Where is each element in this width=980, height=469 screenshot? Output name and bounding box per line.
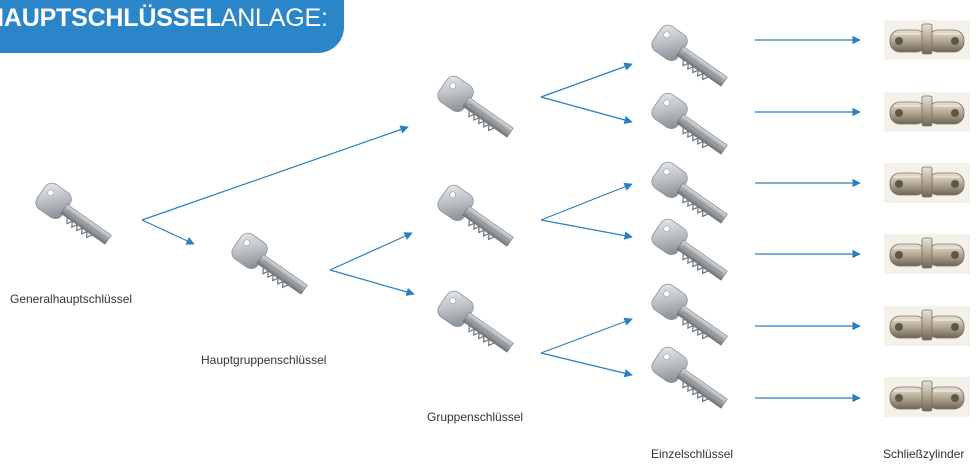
lock-cylinder-icon: [883, 162, 971, 204]
key-icon: [434, 181, 520, 255]
arrow: [540, 317, 633, 354]
arrow: [141, 219, 195, 245]
key-icon: [648, 215, 734, 289]
key-icon: [434, 72, 520, 146]
lock-cylinder-icon: [883, 233, 971, 275]
key-icon: [648, 158, 734, 232]
key-einzel: [648, 21, 734, 95]
key-einzel: [648, 158, 734, 232]
key-gruppe: [434, 72, 520, 146]
key-einzel: [648, 89, 734, 163]
arrow: [329, 269, 415, 296]
label-general: Generalhauptschlüssel: [10, 292, 133, 306]
key-icon: [648, 280, 734, 354]
key-icon: [228, 229, 314, 303]
label-einzel: Einzelschlüssel: [651, 447, 734, 461]
lock-cylinder-icon: [883, 305, 971, 347]
arrow: [540, 352, 633, 378]
arrow: [540, 182, 633, 221]
title-light: ANLAGE:: [220, 4, 328, 32]
title-bold: HAUPTSCHLÜSSEL: [0, 4, 221, 32]
key-icon: [648, 89, 734, 163]
key-einzel: [648, 280, 734, 354]
lock-cylinder-icon: [883, 91, 971, 133]
cylinder: [883, 376, 971, 418]
title-banner: HAUPTSCHLÜSSELANLAGE:: [0, 0, 344, 53]
key-einzel: [648, 215, 734, 289]
key-icon: [434, 287, 520, 361]
arrow: [540, 62, 633, 98]
lock-cylinder-icon: [883, 19, 971, 61]
label-hauptgruppe: Hauptgruppenschlüssel: [201, 353, 327, 367]
key-icon: [648, 21, 734, 95]
key-icon: [32, 179, 118, 253]
cylinder: [883, 305, 971, 347]
arrows: [141, 35, 861, 403]
label-zylinder: Schließzylinder: [883, 447, 965, 461]
arrow: [141, 125, 409, 221]
arrow: [540, 96, 633, 125]
key-icon: [648, 343, 734, 417]
arrow: [540, 219, 633, 240]
cylinder: [883, 162, 971, 204]
key-gruppe: [434, 181, 520, 255]
cylinder: [883, 19, 971, 61]
key-gruppe: [434, 287, 520, 361]
cylinder: [883, 233, 971, 275]
arrow: [329, 232, 413, 271]
key-einzel: [648, 343, 734, 417]
lock-cylinder-icon: [883, 376, 971, 418]
key-hauptgruppe: [228, 229, 314, 303]
page-title: HAUPTSCHLÜSSELANLAGE:: [0, 2, 328, 35]
label-gruppe: Gruppenschlüssel: [427, 410, 524, 424]
key-general: [32, 179, 118, 253]
cylinder: [883, 91, 971, 133]
